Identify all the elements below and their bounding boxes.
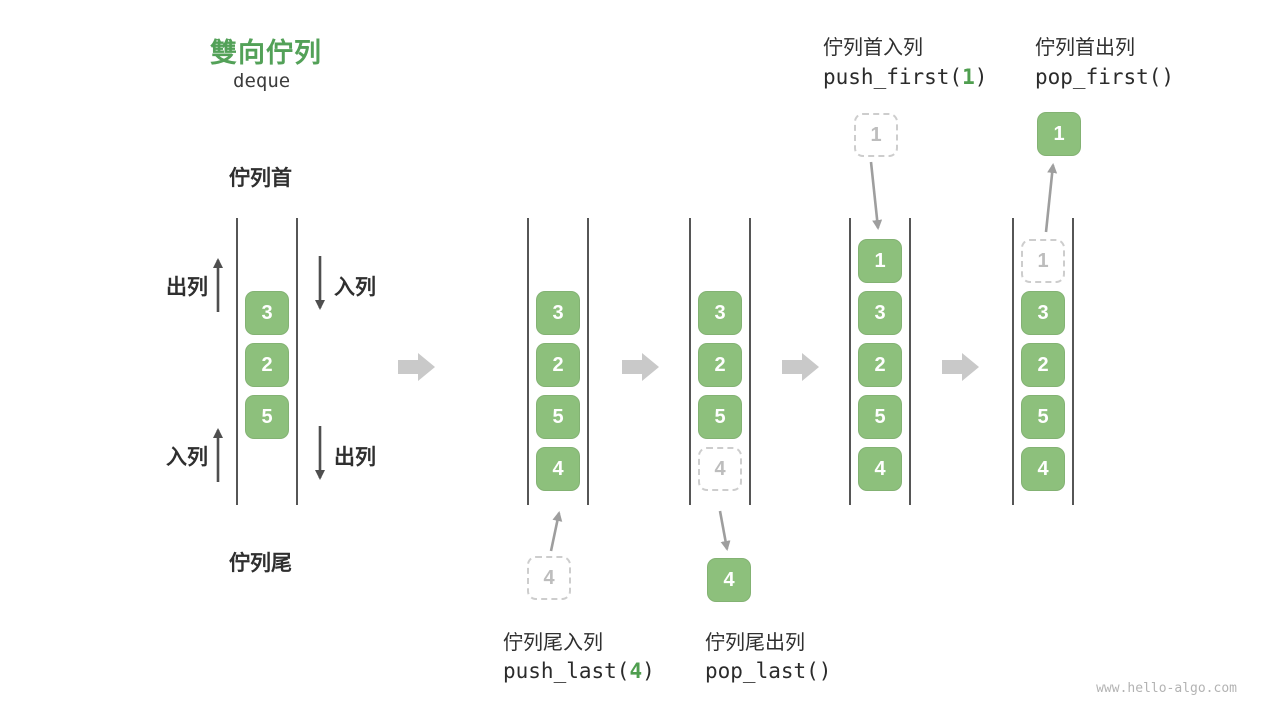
code-text: ) <box>642 659 655 683</box>
queue-wall <box>749 218 751 505</box>
queue-cell: 2 <box>858 343 902 387</box>
queue-cell: 5 <box>858 395 902 439</box>
outgoing-cell: 4 <box>707 558 751 602</box>
pop-last-code: pop_last() <box>705 659 832 683</box>
code-arg: 4 <box>629 659 643 683</box>
queue-wall <box>1012 218 1014 505</box>
push-first-code: push_first(1) <box>823 65 987 89</box>
queue-wall <box>296 218 298 505</box>
queue-cell: 2 <box>536 343 580 387</box>
push-last-arrow <box>549 511 563 552</box>
queue-wall <box>587 218 589 505</box>
pop-last-arrow <box>718 510 731 551</box>
queue-cell: 3 <box>536 291 580 335</box>
enqueue-top-label: 入列 <box>334 276 376 299</box>
push-last-code: push_last(4) <box>503 659 655 683</box>
queue-cell: 3 <box>1021 291 1065 335</box>
code-arg: 1 <box>962 65 975 89</box>
queue-cell: 3 <box>858 291 902 335</box>
dequeue-bottom-label: 出列 <box>334 446 376 469</box>
queue-cell: 3 <box>245 291 289 335</box>
outgoing-cell: 1 <box>1037 112 1081 156</box>
queue-cell: 5 <box>536 395 580 439</box>
page-title: 雙向佇列 <box>210 38 322 68</box>
queue-cell: 5 <box>245 395 289 439</box>
queue-wall <box>1072 218 1074 505</box>
queue-wall <box>909 218 911 505</box>
pop-last-title: 佇列尾出列 <box>705 632 805 654</box>
step-arrow-1 <box>398 353 435 381</box>
queue-cell: 3 <box>698 291 742 335</box>
queue-cell: 5 <box>1021 395 1065 439</box>
queue-cell: 4 <box>536 447 580 491</box>
removed-cell: 4 <box>698 447 742 491</box>
queue-cell: 4 <box>1021 447 1065 491</box>
queue-cell: 2 <box>698 343 742 387</box>
step-arrow-2 <box>622 353 659 381</box>
push-first-arrow <box>869 161 883 230</box>
queue-wall <box>849 218 851 505</box>
page-subtitle: deque <box>233 70 291 92</box>
queue-cell: 4 <box>858 447 902 491</box>
queue-wall <box>689 218 691 505</box>
code-text: ) <box>974 65 988 89</box>
queue-cell: 2 <box>1021 343 1065 387</box>
watermark: www.hello-algo.com <box>1096 681 1237 696</box>
queue-front-label: 佇列首 <box>229 167 292 190</box>
queue-cell: 1 <box>858 239 902 283</box>
step-arrow-4 <box>942 353 979 381</box>
pop-first-arrow <box>1044 163 1058 233</box>
dequeue-top-label: 出列 <box>166 276 208 299</box>
incoming-cell: 4 <box>527 556 571 600</box>
pop-first-code: pop_first() <box>1035 65 1175 89</box>
pop-first-title: 佇列首出列 <box>1035 37 1135 59</box>
push-first-title: 佇列首入列 <box>823 37 923 59</box>
incoming-cell: 1 <box>854 113 898 157</box>
push-last-title: 佇列尾入列 <box>503 632 603 654</box>
queue-cell: 5 <box>698 395 742 439</box>
step-arrow-3 <box>782 353 819 381</box>
enqueue-bottom-label: 入列 <box>166 446 208 469</box>
queue-wall <box>527 218 529 505</box>
removed-cell: 1 <box>1021 239 1065 283</box>
queue-cell: 2 <box>245 343 289 387</box>
queue-wall <box>236 218 238 505</box>
code-text: push_last( <box>503 659 630 683</box>
queue-rear-label: 佇列尾 <box>229 552 292 575</box>
code-text: push_first( <box>823 65 963 89</box>
